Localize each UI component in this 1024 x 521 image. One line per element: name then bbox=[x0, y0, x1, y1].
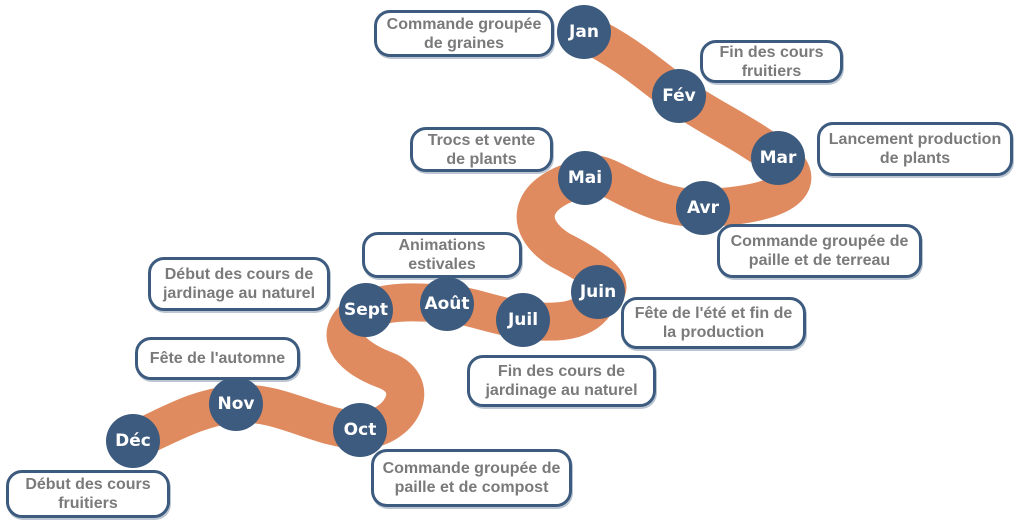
month-avr: Avr bbox=[676, 181, 730, 235]
event-jan: Commande groupée de graines bbox=[374, 10, 554, 57]
month-nov: Nov bbox=[209, 377, 263, 431]
month-oct: Oct bbox=[333, 403, 387, 457]
event-nov: Fête de l'automne bbox=[135, 337, 300, 380]
event-oct: Commande groupée de paille et de compost bbox=[371, 449, 572, 507]
month-dec: Déc bbox=[106, 414, 160, 468]
month-mai: Mai bbox=[558, 151, 612, 205]
event-juin: Fête de l'été et fin de la production bbox=[621, 297, 806, 349]
month-juin: Juin bbox=[571, 265, 625, 319]
event-avr: Commande groupée de paille et de terreau bbox=[717, 224, 922, 278]
month-jan: Jan bbox=[557, 5, 611, 59]
event-dec: Début des cours fruitiers bbox=[6, 470, 170, 518]
event-juil: Fin des cours de jardinage au naturel bbox=[467, 355, 656, 407]
event-mai: Trocs et vente de plants bbox=[410, 127, 553, 172]
month-mar: Mar bbox=[751, 131, 805, 185]
month-aout: Août bbox=[420, 277, 474, 331]
event-sept: Début des cours de jardinage au naturel bbox=[148, 257, 330, 311]
month-fev: Fév bbox=[652, 69, 706, 123]
month-juil: Juil bbox=[496, 293, 550, 347]
event-fev: Fin des cours fruitiers bbox=[700, 40, 843, 83]
month-sept: Sept bbox=[339, 283, 393, 337]
event-aout: Animations estivales bbox=[362, 232, 522, 278]
event-mar: Lancement production de plants bbox=[817, 122, 1013, 176]
